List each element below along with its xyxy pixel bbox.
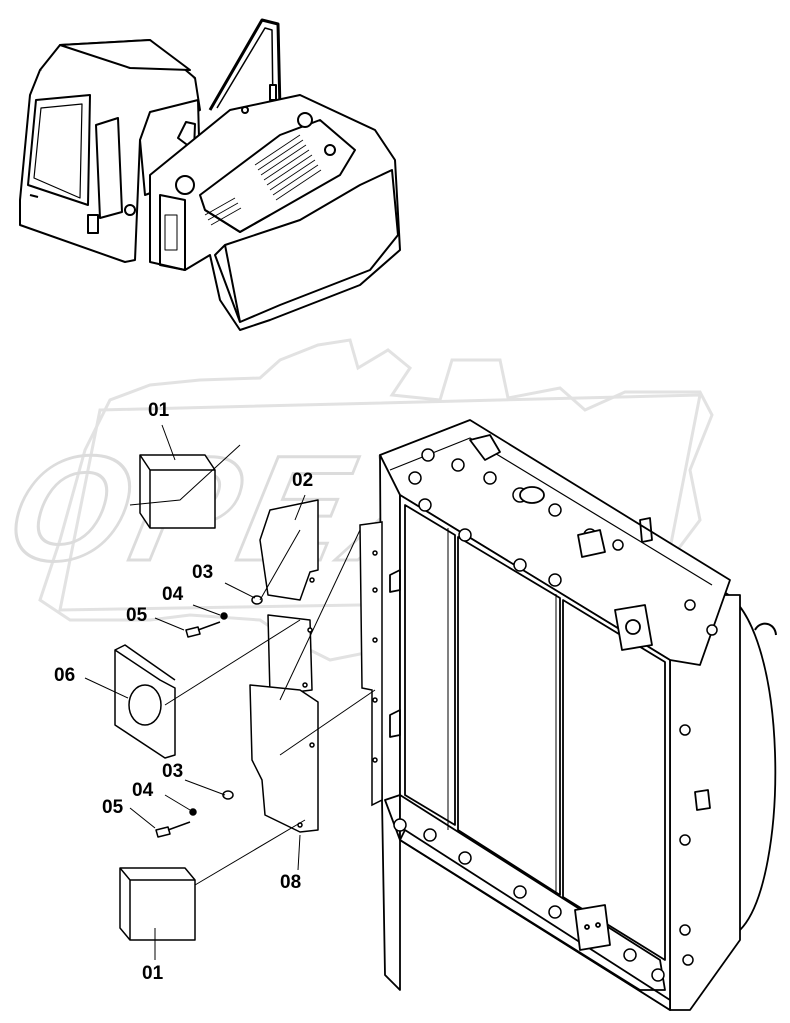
pad-01-top <box>139 454 216 529</box>
pad-01-bottom <box>119 867 196 941</box>
callout-05-upper: 05 <box>126 605 148 626</box>
callout-01-top: 01 <box>148 400 170 421</box>
callout-08: 08 <box>280 872 302 893</box>
callout-03-upper: 03 <box>192 562 214 583</box>
plate-08 <box>249 684 319 833</box>
callout-04-lower: 04 <box>132 780 154 801</box>
callout-04-upper: 04 <box>162 584 184 605</box>
callout-05-lower: 05 <box>102 797 124 818</box>
callout-06: 06 <box>54 665 76 686</box>
leader-lines <box>84 424 376 960</box>
radiator-assembly <box>379 419 777 1011</box>
callout-02: 02 <box>292 470 314 491</box>
excavator-overview <box>19 18 401 331</box>
callout-03-lower: 03 <box>162 761 184 782</box>
side-bracket <box>359 521 383 807</box>
callout-01-bottom: 01 <box>142 963 164 984</box>
